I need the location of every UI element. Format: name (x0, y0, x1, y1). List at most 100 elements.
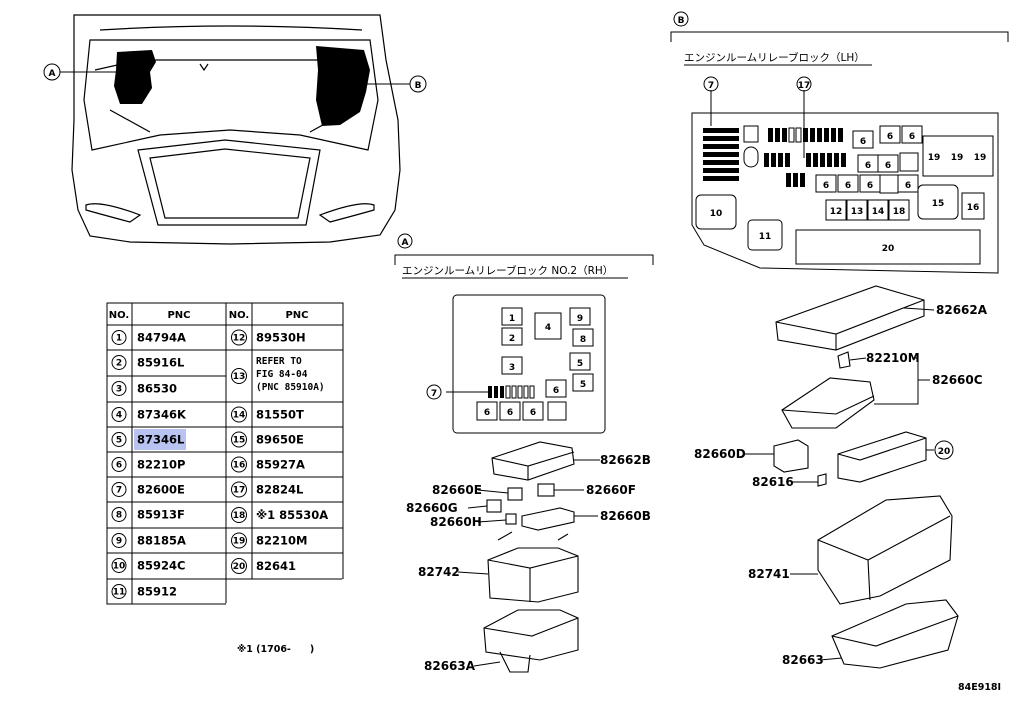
svg-text:20: 20 (882, 244, 895, 254)
block-b-exploded-parts (773, 285, 959, 669)
highlighted-row-5 (134, 429, 186, 450)
header-no-left: NO. (109, 310, 129, 321)
label-82660h: 82660H (430, 515, 482, 529)
svg-text:4: 4 (545, 323, 551, 333)
label-82660g: 82660G (406, 501, 458, 515)
row-pnc: 85924C (137, 559, 185, 573)
label-82663a: 82663A (424, 659, 476, 673)
label-82660c: 82660C (932, 373, 983, 387)
svg-text:1: 1 (509, 314, 515, 324)
svg-text:9: 9 (577, 314, 583, 324)
label-82662b: 82662B (600, 453, 651, 467)
row-pnc: ※1 85530A (256, 508, 328, 522)
row-number: 9 (116, 537, 122, 547)
label-82742: 82742 (418, 565, 460, 579)
relay-block-location-b (316, 46, 370, 126)
pnc-table (106, 302, 344, 605)
block-a-leaders (457, 459, 600, 667)
row-number: 6 (116, 461, 122, 471)
callout-b-pointer (364, 75, 427, 93)
row-pnc: 81550T (256, 408, 304, 422)
row-number: 16 (233, 461, 246, 471)
svg-text:15: 15 (932, 199, 945, 209)
svg-text:16: 16 (967, 203, 980, 213)
row-pnc: 82641 (256, 559, 296, 573)
row-pnc: 89530H (256, 331, 306, 345)
row-pnc: 82210M (256, 534, 307, 548)
svg-text:6: 6 (909, 132, 915, 142)
row-number: 12 (233, 334, 246, 344)
svg-text:6: 6 (885, 161, 891, 171)
label-82660f: 82660F (586, 483, 636, 497)
section-a-title: エンジンルームリレーブロック NO.2（RH） (402, 264, 613, 277)
svg-text:13: 13 (851, 207, 864, 217)
row-number: 14 (233, 411, 246, 421)
table-row: 9 88185A (111, 533, 186, 548)
row-number: 2 (116, 359, 122, 369)
row-number: 7 (116, 486, 122, 496)
svg-text:2: 2 (509, 334, 515, 344)
svg-text:6: 6 (887, 132, 893, 142)
svg-text:6: 6 (484, 408, 490, 418)
svg-text:5: 5 (577, 359, 583, 369)
header-pnc-right: PNC (285, 310, 308, 321)
svg-text:6: 6 (553, 386, 559, 396)
svg-text:7: 7 (431, 389, 437, 399)
svg-text:17: 17 (798, 81, 811, 91)
block-a-exploded-parts (483, 441, 579, 673)
callout-a-pointer (43, 63, 118, 81)
fuse-strips-b (703, 125, 846, 187)
svg-text:12: 12 (830, 207, 843, 217)
table-row: 12 89530H (231, 329, 306, 346)
figure-code: 84E918I (958, 682, 1001, 693)
row-reference-line: (PNC 85910A) (256, 382, 325, 393)
svg-text:6: 6 (865, 161, 871, 171)
svg-text:6: 6 (530, 408, 536, 418)
table-row: 18 ※1 85530A (231, 507, 328, 523)
row-pnc: 82824L (256, 483, 304, 497)
row-number: 11 (113, 588, 126, 598)
label-82741: 82741 (748, 567, 790, 581)
row-pnc: 85927A (256, 458, 305, 472)
block-b-leaders (744, 307, 935, 661)
row-number: 17 (233, 486, 246, 496)
svg-text:19: 19 (974, 153, 987, 163)
block-a-numbers: 1 2 4 3 9 8 5 5 6 6 6 6 7 (431, 314, 586, 418)
header-pnc-left: PNC (167, 310, 190, 321)
label-82662a: 82662A (936, 303, 988, 317)
row-pnc: 82210P (137, 458, 185, 472)
row-reference-line: REFER TO (256, 356, 302, 367)
fuse-strip-a (488, 385, 535, 399)
footnote: ※1 (1706- ) (237, 644, 314, 655)
svg-text:8: 8 (580, 335, 586, 345)
section-b-marker: B (678, 16, 685, 26)
label-82660b: 82660B (600, 509, 651, 523)
svg-text:19: 19 (928, 153, 941, 163)
label-82660d: 82660D (694, 447, 746, 461)
row-reference-line: FIG 84-04 (256, 369, 308, 380)
row-number: 10 (113, 562, 126, 572)
block-b-numbers: 7 17 10 11 20 15 16 12 13 14 18 19 19 19… (703, 76, 987, 254)
callout-20: 20 (938, 447, 951, 457)
row-pnc: 88185A (137, 534, 186, 548)
table-row: 14 81550T (231, 406, 304, 423)
label-82660e: 82660E (432, 483, 482, 497)
svg-text:5: 5 (580, 380, 586, 390)
svg-text:6: 6 (845, 181, 851, 191)
car-marker-b: B (415, 81, 422, 91)
row-number: 18 (233, 511, 246, 521)
table-row: 10 85924C (111, 558, 185, 573)
table-row: 16 85927A (231, 456, 305, 473)
table-row: 6 82210P (111, 457, 185, 472)
